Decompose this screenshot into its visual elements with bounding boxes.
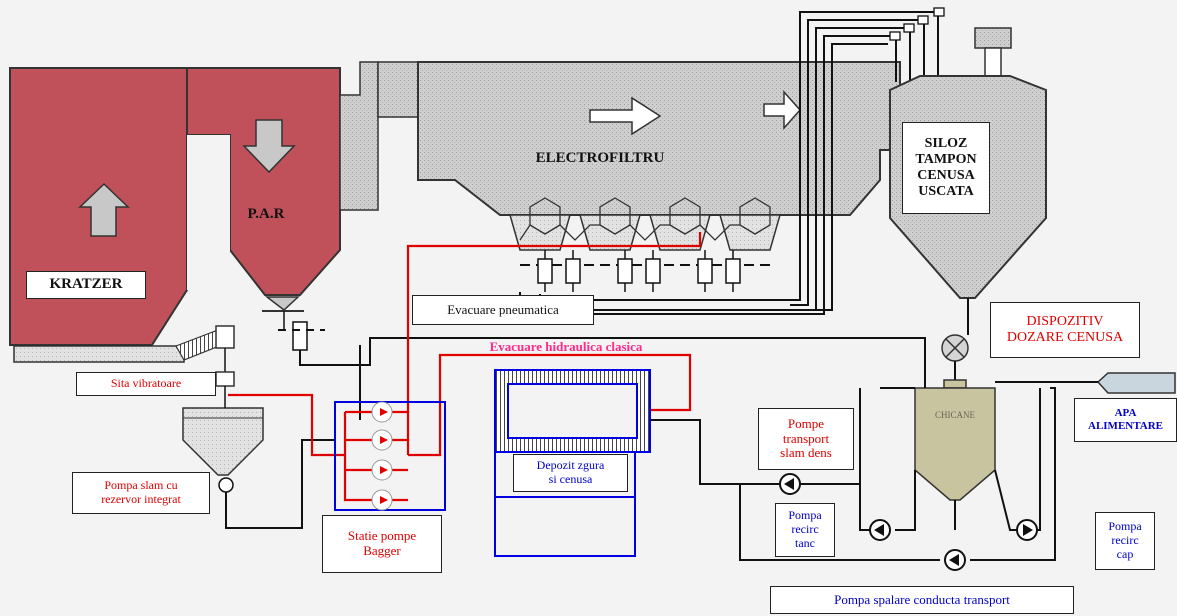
label-sita-vibratoare: Sita vibratoare bbox=[76, 372, 216, 396]
deposit bbox=[494, 369, 651, 557]
kratzer-boiler bbox=[9, 67, 188, 346]
label-pompe-transport: Pompe transport slam dens bbox=[758, 408, 854, 470]
label-pompa-recirc-tanc: Pompa recirc tanc bbox=[775, 503, 835, 557]
label-pompa-spalare: Pompa spalare conducta transport bbox=[770, 586, 1074, 614]
label-statie-pompe: Statie pompe Bagger bbox=[322, 515, 442, 573]
slurry-pump-tank bbox=[182, 386, 264, 493]
flow-arrow-icon bbox=[589, 96, 662, 136]
label-apa-alimentare: APA ALIMENTARE bbox=[1074, 398, 1177, 442]
flue-duct bbox=[339, 61, 419, 211]
label-par: P.A.R bbox=[247, 206, 285, 223]
outlet-arrow-icon bbox=[763, 90, 802, 130]
label-evacuare-hidraulica: Evacuare hidraulica clasica bbox=[489, 338, 643, 354]
label-depozit: Depozit zgura si cenusa bbox=[513, 454, 628, 492]
electrofilter bbox=[417, 61, 901, 292]
down-arrow-icon bbox=[242, 119, 296, 174]
label-siloz: SILOZ TAMPON CENUSA USCATA bbox=[902, 122, 990, 214]
up-arrow-icon bbox=[78, 182, 130, 237]
bagger-station bbox=[334, 401, 446, 511]
pump-symbols bbox=[779, 473, 1038, 571]
label-electrofiltru: ELECTROFILTRU bbox=[535, 150, 665, 167]
water-supply bbox=[995, 372, 1176, 394]
conveyor bbox=[13, 325, 235, 387]
label-pompa-slam: Pompa slam cu rezervor integrat bbox=[72, 472, 210, 514]
label-evacuare-pneumatica: Evacuare pneumatica bbox=[412, 295, 594, 325]
label-dispozitiv-dozare: DISPOZITIV DOZARE CENUSA bbox=[990, 302, 1140, 358]
label-pompa-recirc-cap: Pompa recirc cap bbox=[1095, 512, 1155, 570]
label-tank: CHICANE bbox=[935, 409, 975, 420]
label-kratzer: KRATZER bbox=[26, 271, 146, 299]
par-unit bbox=[186, 67, 341, 312]
